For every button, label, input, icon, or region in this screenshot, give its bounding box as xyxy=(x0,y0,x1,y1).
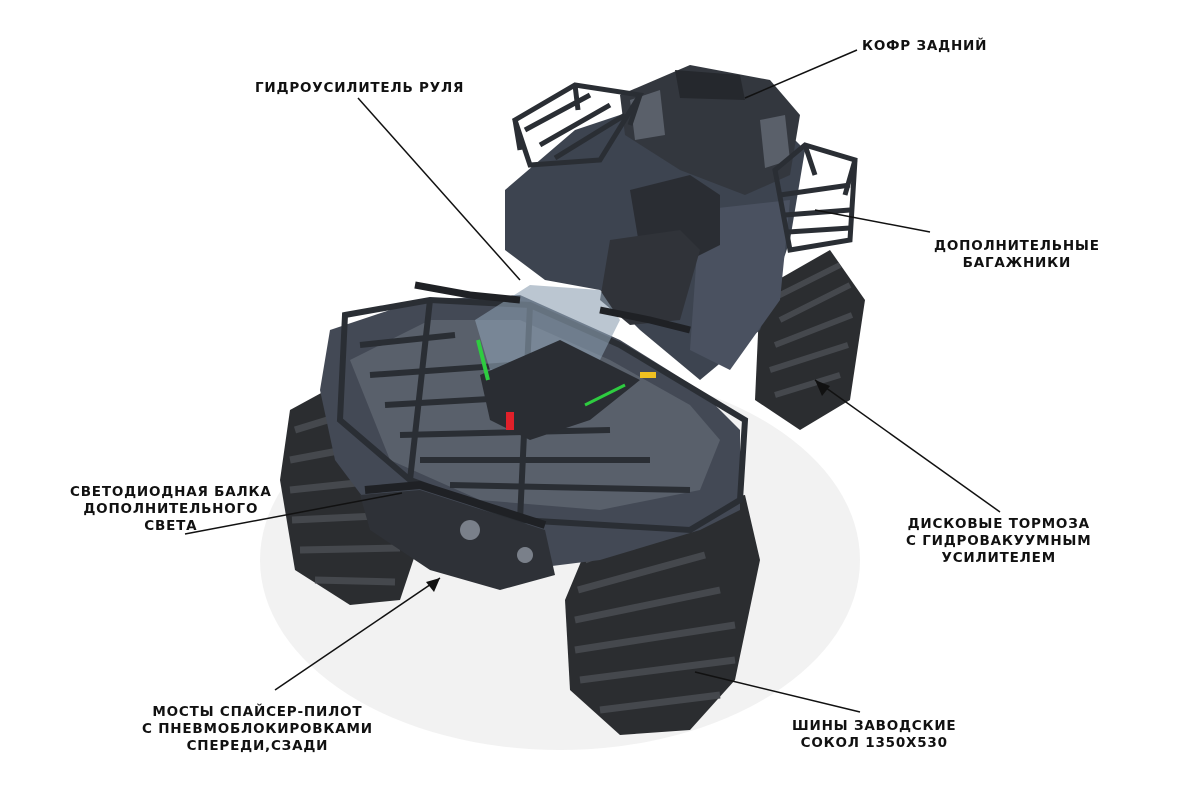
accent-green-right xyxy=(584,383,626,407)
rear-right-tire xyxy=(755,250,865,430)
arrowhead-disc-brakes xyxy=(815,380,830,396)
label-disc-brakes: ДИСКОВЫЕ ТОРМОЗА С ГИДРОВАКУУМНЫМ УСИЛИТ… xyxy=(906,516,1091,567)
label-disc-brakes-line-2: С ГИДРОВАКУУМНЫМ xyxy=(906,533,1092,549)
label-extra-racks-line-2: БАГАЖНИКИ xyxy=(962,255,1072,271)
handlebar xyxy=(414,281,691,334)
label-led-bar: СВЕТОДИОДНАЯ БАЛКА ДОПОЛНИТЕЛЬНОГО СВЕТА xyxy=(70,484,272,535)
label-disc-brakes-line-1: ДИСКОВЫЕ ТОРМОЗА xyxy=(907,516,1090,532)
front-bumper xyxy=(360,480,555,590)
leader-racks xyxy=(814,209,931,233)
windshield xyxy=(475,285,640,440)
label-disc-brakes-line-3: УСИЛИТЕЛЕМ xyxy=(941,550,1056,566)
label-tires-line-1: ШИНЫ ЗАВОДСКИЕ xyxy=(792,718,957,734)
label-extra-racks: ДОПОЛНИТЕЛЬНЫЕ БАГАЖНИКИ xyxy=(934,238,1100,272)
leader-power-steering xyxy=(357,97,521,281)
label-rear-box: КОФР ЗАДНИЙ xyxy=(862,38,987,55)
leader-axles xyxy=(274,577,441,691)
accent-red-mark xyxy=(506,412,514,430)
label-power-steering: ГИДРОУСИЛИТЕЛЬ РУЛЯ xyxy=(255,80,464,97)
label-tires: ШИНЫ ЗАВОДСКИЕ СОКОЛ 1350Х530 xyxy=(792,718,956,752)
leader-tires xyxy=(694,671,861,713)
rear-right-rack xyxy=(772,142,858,253)
seat xyxy=(600,175,720,325)
arrowhead-axles xyxy=(426,578,440,592)
label-led-bar-line-1: СВЕТОДИОДНАЯ БАЛКА xyxy=(70,484,272,500)
leader-arrowheads xyxy=(426,380,830,592)
leader-rear-box xyxy=(744,49,858,99)
rear-left-rack xyxy=(511,82,645,168)
label-axles-line-1: МОСТЫ СПАЙСЕР-ПИЛОТ xyxy=(152,704,363,720)
label-extra-racks-line-1: ДОПОЛНИТЕЛЬНЫЕ xyxy=(934,238,1100,254)
label-power-steering-line-1: ГИДРОУСИЛИТЕЛЬ РУЛЯ xyxy=(255,80,465,96)
label-axles-line-2: С ПНЕВМОБЛОКИРОВКАМИ xyxy=(142,721,373,737)
label-tires-line-2: СОКОЛ 1350Х530 xyxy=(800,735,948,751)
label-led-bar-line-2: ДОПОЛНИТЕЛЬНОГО xyxy=(83,501,259,517)
label-led-bar-line-3: СВЕТА xyxy=(144,518,198,534)
label-axles: МОСТЫ СПАЙСЕР-ПИЛОТ С ПНЕВМОБЛОКИРОВКАМИ… xyxy=(142,704,373,755)
leader-disc-brakes xyxy=(814,379,1001,513)
atv-illustration xyxy=(260,65,865,750)
accent-green-left xyxy=(476,339,490,381)
label-axles-line-3: СПЕРЕДИ,СЗАДИ xyxy=(186,738,329,754)
leader-led-bar xyxy=(184,492,403,535)
accent-yellow-mark xyxy=(640,372,656,378)
label-rear-box-line-1: КОФР ЗАДНИЙ xyxy=(862,38,988,54)
leader-lines xyxy=(184,49,1001,713)
